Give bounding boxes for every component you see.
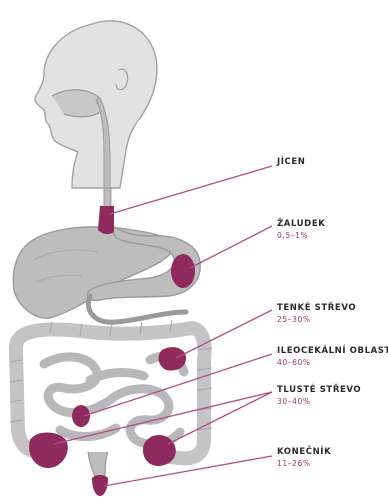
label-konecnik-percent: 11–26% xyxy=(277,458,331,470)
colon-highlight-left xyxy=(29,433,68,469)
small-intestine xyxy=(44,356,184,444)
stomach-highlight xyxy=(171,254,195,288)
esophagus-highlight xyxy=(98,206,114,234)
label-zaludek-percent: 0,5–1% xyxy=(277,230,325,242)
ileocecal-highlight xyxy=(72,405,90,427)
label-tenke-strevo-name: TENKÉ STŘEVO xyxy=(277,302,356,314)
label-tenke-strevo-percent: 25–30% xyxy=(277,314,356,326)
label-zaludek: ŽALUDEK 0,5–1% xyxy=(277,218,325,242)
pointer-jicen xyxy=(110,166,272,214)
pointer-tluste-strevo xyxy=(168,392,272,444)
label-konecnik-name: KONEČNÍK xyxy=(277,446,331,458)
label-tluste-strevo-percent: 30–40% xyxy=(277,396,361,408)
label-jicen: JÍCEN xyxy=(277,156,305,168)
label-tluste-strevo-name: TLUSTÉ STŘEVO xyxy=(277,384,361,396)
label-jicen-name: JÍCEN xyxy=(277,156,305,168)
label-tluste-strevo: TLUSTÉ STŘEVO 30–40% xyxy=(277,384,361,408)
label-zaludek-name: ŽALUDEK xyxy=(277,218,325,230)
label-ileocekalni-oblast-percent: 40–60% xyxy=(277,357,388,369)
label-konecnik: KONEČNÍK 11–26% xyxy=(277,446,331,470)
label-ileocekalni-oblast-name: ILEOCEKÁLNÍ OBLAST xyxy=(277,345,388,357)
pointer-zaludek xyxy=(190,226,272,268)
small-intestine-highlight xyxy=(159,347,186,370)
label-tenke-strevo: TENKÉ STŘEVO 25–30% xyxy=(277,302,356,326)
label-ileocekalni-oblast: ILEOCEKÁLNÍ OBLAST 40–60% xyxy=(277,345,388,369)
